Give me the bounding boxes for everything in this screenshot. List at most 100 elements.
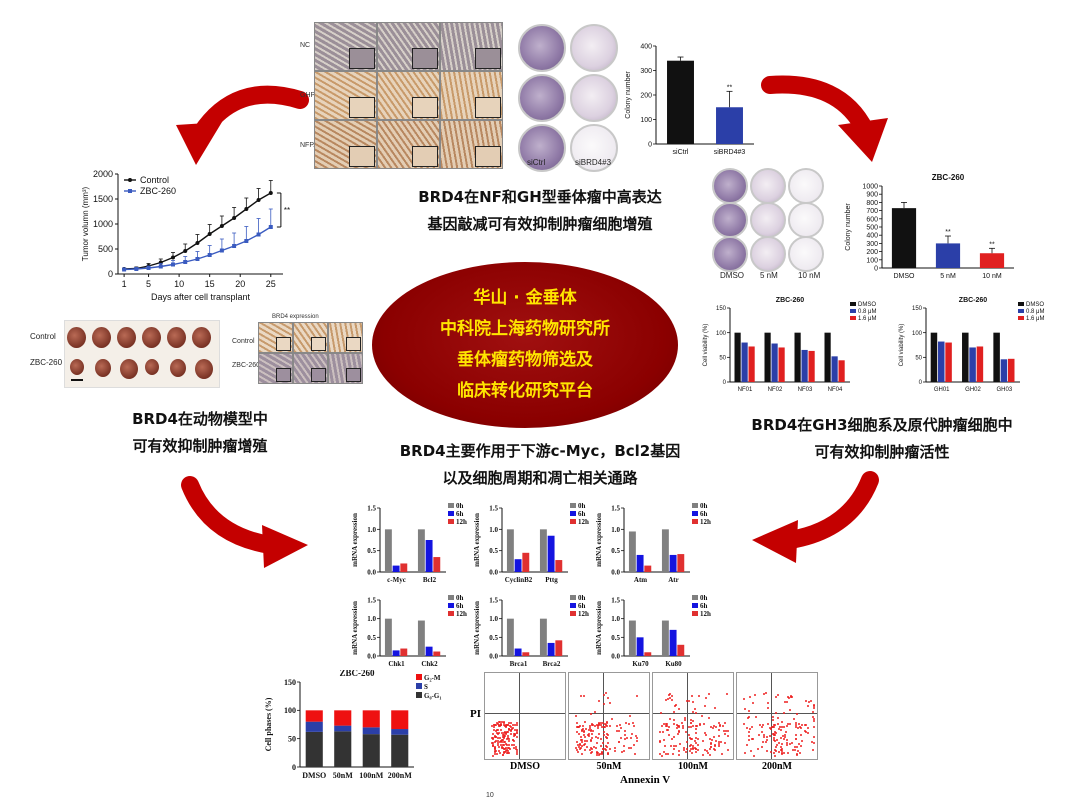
flow-event-dot xyxy=(671,737,674,740)
bar xyxy=(522,552,530,572)
flow-event-dot xyxy=(763,692,766,695)
flow-event-dot xyxy=(788,723,791,726)
flow-event-dot xyxy=(797,722,800,725)
arrow-top-left-head xyxy=(176,122,222,165)
y-tick-label: 0 xyxy=(648,141,652,148)
flow-event-dot xyxy=(692,710,695,713)
flow-event-dot xyxy=(491,725,494,728)
flow-event-dot xyxy=(493,726,496,728)
stacked-bar-segment xyxy=(391,734,409,767)
flow-event-dot xyxy=(677,729,680,732)
chart-title: ZBC-260 xyxy=(932,173,965,182)
data-point xyxy=(207,253,212,257)
flow-event-dot xyxy=(621,751,624,754)
flow-event-dot xyxy=(686,699,689,702)
flow-event-dot xyxy=(497,723,500,726)
caption-right-line2: 可有效抑制肿瘤活性 xyxy=(814,443,950,461)
flow-event-dot xyxy=(511,726,514,729)
ihc-inset xyxy=(276,337,291,351)
ihc-inset xyxy=(276,368,291,382)
flow-plot: 100nM xyxy=(652,672,734,772)
flow-event-dot xyxy=(768,727,771,730)
flow-event-dot xyxy=(774,739,777,742)
flow-event-dot xyxy=(632,722,635,725)
data-point xyxy=(219,224,224,228)
flow-event-dot xyxy=(744,752,747,755)
legend-label: 6h xyxy=(700,510,708,518)
flow-event-dot xyxy=(677,725,680,728)
flow-event-dot xyxy=(772,738,775,741)
flow-event-dot xyxy=(714,748,717,751)
flow-event-dot xyxy=(725,692,728,695)
flow-event-dot xyxy=(806,705,809,708)
tumor-specimen xyxy=(67,327,86,348)
flow-event-dot xyxy=(692,700,695,703)
flow-event-dot xyxy=(718,725,721,728)
stacked-bar-segment xyxy=(334,710,352,726)
flow-event-dot xyxy=(678,730,681,733)
flow-event-dot xyxy=(780,750,783,753)
flow-event-dot xyxy=(687,734,690,737)
flow-event-dot xyxy=(786,725,789,728)
bar xyxy=(644,565,652,572)
flow-event-dot xyxy=(784,733,787,736)
flow-event-dot xyxy=(760,746,763,749)
flow-event-dot xyxy=(627,722,630,725)
significance-mark: ** xyxy=(945,229,951,236)
x-tick-label: 20 xyxy=(235,279,245,289)
flow-event-dot xyxy=(582,694,585,697)
flow-event-dot xyxy=(577,726,580,729)
mouse-ihc-title: BRD4 expression xyxy=(272,314,319,320)
flow-event-dot xyxy=(704,734,707,737)
flow-event-dot xyxy=(501,745,504,748)
bar xyxy=(547,642,555,656)
flow-event-dot xyxy=(689,748,692,751)
flow-event-dot xyxy=(579,747,582,750)
flow-event-dot xyxy=(508,751,511,754)
colony-dish xyxy=(750,236,786,272)
flow-event-dot xyxy=(783,738,786,741)
arrow-bottom-right-head xyxy=(752,520,798,563)
flow-event-dot xyxy=(763,736,766,739)
data-point xyxy=(158,264,163,269)
flow-event-dot xyxy=(620,726,623,729)
flow-event-dot xyxy=(703,731,706,734)
flow-event-dot xyxy=(508,748,511,751)
data-point xyxy=(256,198,261,202)
bar xyxy=(522,652,530,656)
flow-event-dot xyxy=(789,708,792,711)
legend-swatch xyxy=(448,611,454,616)
flow-event-dot xyxy=(673,719,676,722)
legend-label: 0h xyxy=(578,594,586,602)
flow-event-dot xyxy=(597,753,600,756)
flow-event-dot xyxy=(780,721,783,724)
flow-event-dot xyxy=(492,737,495,740)
data-point xyxy=(134,267,139,271)
mouse-row-label-control: Control xyxy=(30,332,56,341)
flow-event-dot xyxy=(582,727,585,730)
flow-event-dot xyxy=(671,753,674,756)
flow-event-dot xyxy=(602,730,605,733)
flow-event-dot xyxy=(714,740,717,743)
bar xyxy=(669,554,677,572)
flow-event-dot xyxy=(695,711,697,714)
ihc-image-tile xyxy=(293,322,328,353)
flow-event-dot xyxy=(507,746,510,749)
y-tick-label: 0.0 xyxy=(489,652,498,660)
flow-event-dot xyxy=(753,693,756,696)
flow-event-dot xyxy=(761,725,764,728)
flow-event-dot xyxy=(784,731,787,734)
flow-event-dot xyxy=(783,736,786,739)
flow-event-dot xyxy=(509,733,512,736)
chart-title: ZBC-260 xyxy=(959,297,988,304)
flow-event-dot xyxy=(581,752,584,755)
y-tick-label: 1.5 xyxy=(489,504,498,512)
flow-event-dot xyxy=(576,721,578,724)
y-tick-label: 300 xyxy=(640,68,652,75)
legend-swatch xyxy=(1018,302,1024,306)
flow-event-dot xyxy=(604,725,607,728)
y-tick-label: 2000 xyxy=(93,169,113,179)
stacked-bar-segment xyxy=(305,721,323,732)
